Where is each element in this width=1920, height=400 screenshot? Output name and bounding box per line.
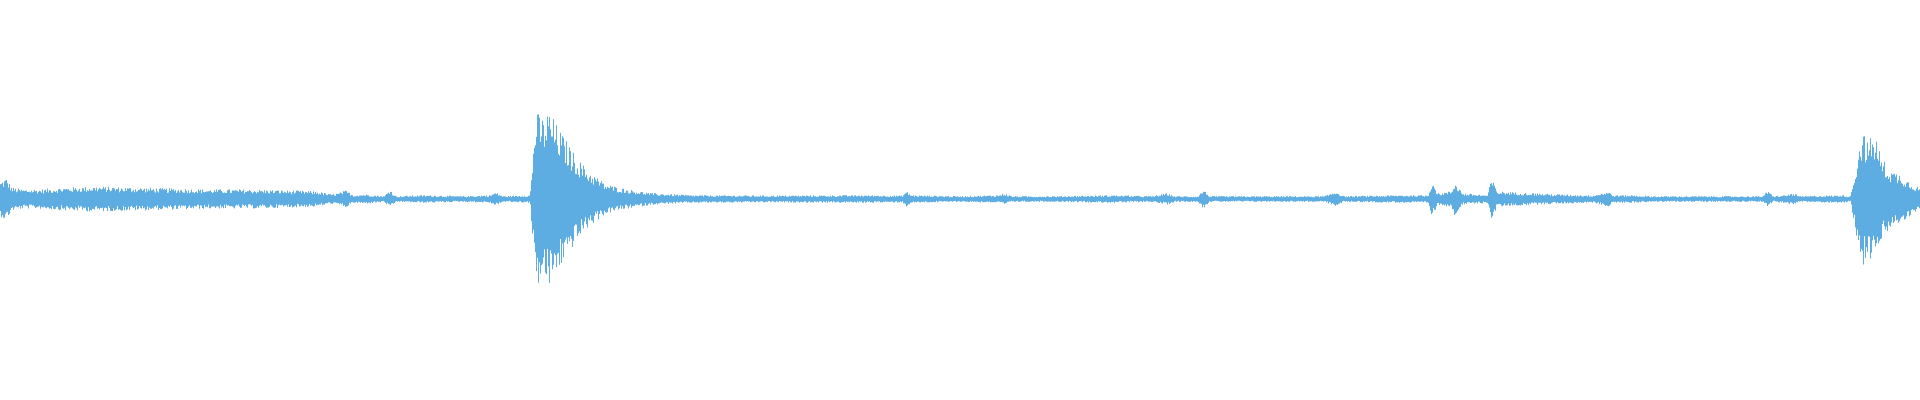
audio-waveform-panel[interactable]: [0, 0, 1920, 400]
audio-waveform[interactable]: [0, 0, 1920, 400]
